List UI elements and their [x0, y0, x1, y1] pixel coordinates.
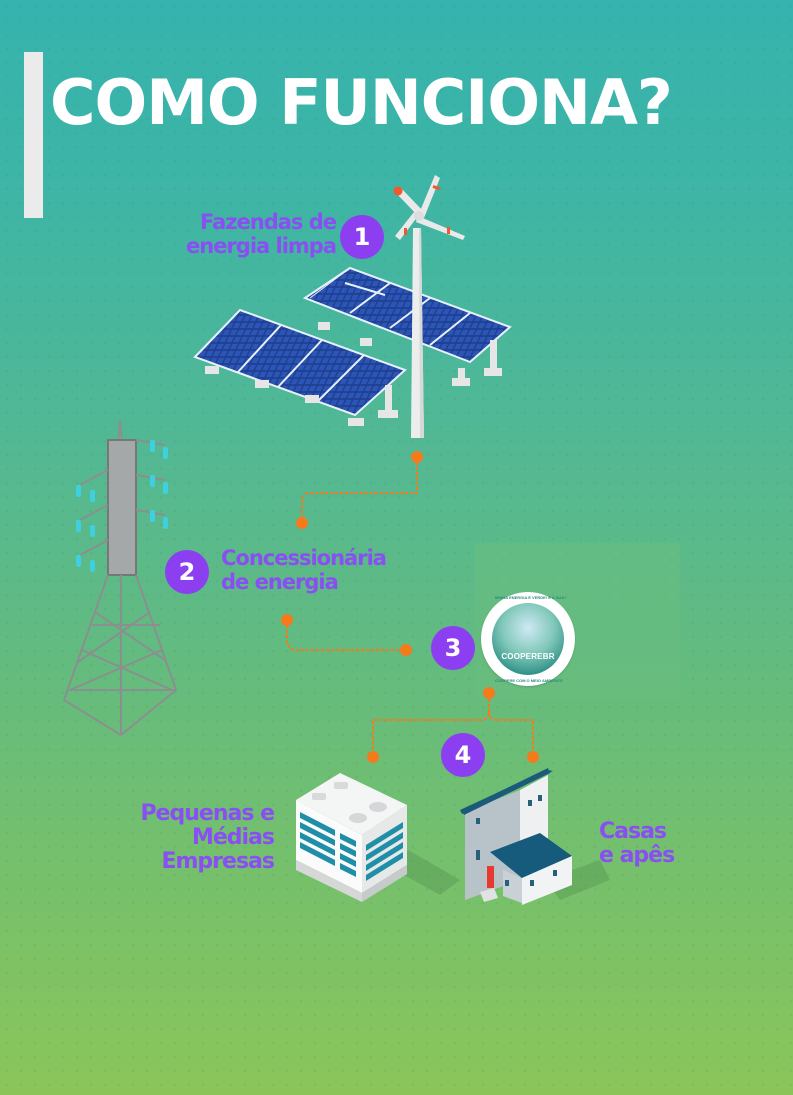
step-2-label-line2: de energia — [221, 570, 339, 594]
step-1-label-line1: Fazendas de — [200, 210, 337, 234]
step-3-number-badge: 3 — [431, 626, 475, 670]
step-1-label-line2: energia limpa — [186, 234, 337, 258]
homes-label-line2: e apês — [599, 843, 675, 868]
step-2-number-badge: 2 — [165, 550, 209, 594]
business-label-line3: Empresas — [161, 849, 275, 874]
badge-brand-name: COOPEREBR — [501, 652, 555, 661]
step-2-label: Concessionária de energia — [221, 546, 387, 594]
step-1-number-badge: 1 — [340, 215, 384, 259]
cooperebr-badge-icon: COOPEREBR MINHA ENERGIA É VERDE! E A SUA… — [481, 592, 575, 686]
badge-illustration: COOPEREBR — [492, 603, 564, 675]
step-4-number-badge: 4 — [441, 733, 485, 777]
title-accent-bar — [24, 52, 43, 218]
business-label-line1: Pequenas e — [140, 801, 275, 826]
badge-ring-top: MINHA ENERGIA É VERDE! E A SUA? — [495, 595, 567, 600]
badge-ring-bottom: COOPERE COM O MEIO AMBIENTE — [495, 678, 563, 683]
homes-label: Casas e apês — [599, 819, 675, 868]
page-title: COMO FUNCIONA? — [50, 66, 673, 139]
homes-label-line1: Casas — [599, 819, 667, 844]
business-label: Pequenas e Médias Empresas — [120, 801, 275, 874]
step-1-label: Fazendas de energia limpa — [156, 210, 337, 258]
business-label-line2: Médias — [191, 825, 275, 850]
step-2-label-line1: Concessionária — [221, 546, 387, 570]
